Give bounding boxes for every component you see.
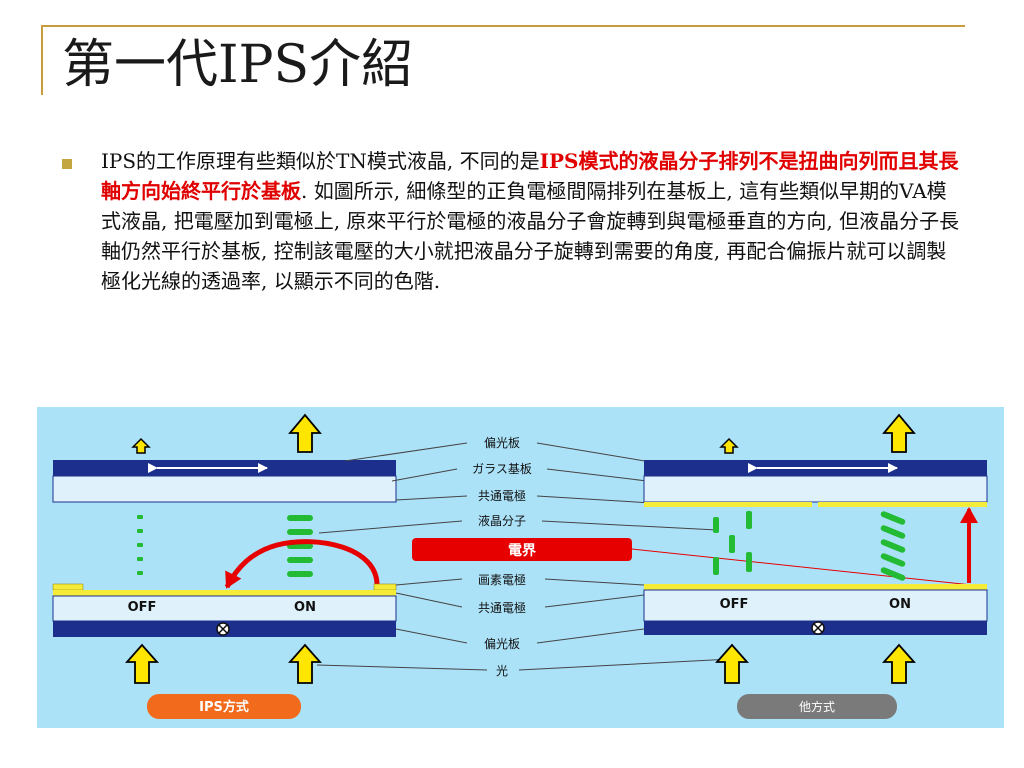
left-top-glass: [52, 475, 397, 503]
label-electric-field: 電界: [508, 542, 537, 559]
right-on-light-arrow-icon: [882, 643, 916, 684]
ips-left-panel: OFF ON IPS方式: [52, 413, 397, 719]
left-pixel-electrode-2: [373, 583, 397, 591]
label-glass-substrate: ガラス基板: [472, 462, 532, 476]
bullet-paragraph: IPS的工作原理有些類似於TN模式液晶, 不同的是IPS模式的液晶分子排列不是扭…: [101, 146, 961, 296]
right-on-lc-stack: [880, 511, 906, 581]
left-on-light-arrow-icon: [288, 643, 322, 684]
bullet-square-icon: [62, 159, 72, 169]
bullet-highlight: IPS模式的液晶分子排列不是扭曲向列而且其長軸方向始終平行於基板: [101, 149, 959, 203]
ips-diagram: OFF ON IPS方式 偏光板 ガラス基板 共通電極 液晶分子 画素電極 共通…: [37, 407, 1004, 728]
right-top-glass: [643, 475, 988, 503]
right-top-electrode-2: [818, 502, 987, 507]
left-on-output-arrow-icon: [288, 413, 322, 453]
left-on-label: ON: [294, 600, 316, 615]
bullet-text-part1: IPS的工作原理有些類似於TN模式液晶, 不同的是: [101, 149, 540, 173]
other-method-badge-label: 他方式: [799, 699, 835, 714]
left-on-lc-stack: [287, 515, 313, 577]
left-off-output-arrow-icon: [131, 437, 151, 454]
right-off-light-arrow-icon: [715, 643, 749, 684]
right-off-label: OFF: [720, 597, 749, 612]
electric-field-label-box: [412, 538, 632, 561]
other-method-badge: [737, 694, 897, 719]
right-on-output-arrow-icon: [882, 413, 916, 453]
other-right-panel: OFF ON 他方式: [643, 413, 988, 719]
left-bottom-electrode: [53, 590, 396, 596]
right-off-lc-scatter: [713, 511, 752, 575]
right-top-electrode-1: [644, 502, 812, 507]
ips-diagram-svg: OFF ON IPS方式 偏光板 ガラス基板 共通電極 液晶分子 画素電極 共通…: [52, 413, 988, 719]
left-cross-polarizer-icon: [216, 622, 230, 636]
bullet-text-part2: . 如圖所示, 細條型的正負電極間隔排列在基板上, 這有些類似早期的VA模式液晶…: [101, 179, 960, 293]
right-bottom-glass: [643, 589, 988, 622]
label-polarizer-top: 偏光板: [484, 435, 520, 450]
label-common-electrode-bottom: 共通電極: [478, 600, 526, 615]
left-pixel-electrode-1: [52, 583, 84, 591]
right-bottom-electrode: [644, 584, 987, 590]
label-common-electrode-top: 共通電極: [478, 488, 526, 503]
right-off-output-arrow-icon: [719, 437, 739, 454]
left-off-lc-dots: [137, 515, 143, 575]
left-bottom-glass: [52, 595, 397, 622]
field-leader-line-right: [631, 548, 973, 586]
ips-method-badge: [147, 694, 301, 719]
label-light: 光: [496, 664, 508, 678]
slide-title: 第一代IPS介紹: [62, 35, 414, 95]
left-electric-field-arrow: [224, 539, 380, 589]
title-frame-left-rule: [41, 25, 43, 95]
label-pixel-electrode: 画素電極: [478, 572, 526, 587]
label-liquid-crystal: 液晶分子: [478, 513, 526, 528]
left-leader-lines: [316, 442, 488, 671]
label-polarizer-bottom: 偏光板: [484, 636, 520, 651]
center-labels: 偏光板 ガラス基板 共通電極 液晶分子 画素電極 共通電極 偏光板 光: [472, 435, 532, 678]
title-frame-top-rule: [41, 25, 965, 27]
left-off-label: OFF: [128, 600, 157, 615]
right-cross-polarizer-icon: [811, 621, 825, 635]
ips-method-badge-label: IPS方式: [199, 699, 249, 715]
right-leader-lines: [518, 442, 733, 671]
left-off-light-arrow-icon: [125, 643, 159, 684]
right-on-label: ON: [889, 597, 911, 612]
